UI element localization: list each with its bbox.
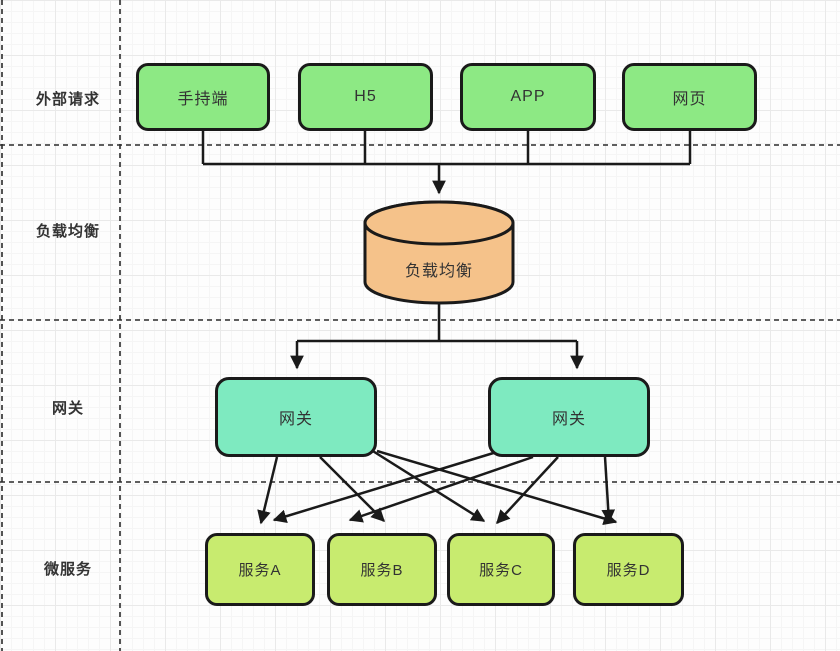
service-box-b: 服务B — [327, 533, 437, 606]
service-box-d: 服务D — [573, 533, 684, 606]
gateway2-to-service-a-arrow — [272, 449, 501, 523]
gateway-box-2: 网关 — [488, 377, 650, 457]
client-box-app: APP — [460, 63, 596, 131]
client-bus-lines — [201, 131, 692, 195]
row-label-external-requests: 外部请求 — [35, 91, 100, 108]
row-label-gateway: 网关 — [51, 400, 84, 417]
row-label-load-balancer: 负载均衡 — [35, 223, 100, 240]
client-box-webpage: 网页 — [622, 63, 757, 131]
gateway1-to-service-b-arrow — [319, 456, 385, 522]
gateway1-to-service-d-arrow — [376, 449, 618, 526]
gateway2-to-service-c-arrow — [496, 456, 559, 525]
service-box-a: 服务A — [205, 533, 315, 606]
gateway-to-service-arrows — [257, 446, 618, 526]
gateway1-to-service-a-arrow — [257, 456, 279, 525]
row-label-microservices: 微服务 — [43, 561, 92, 578]
gateway-box-1: 网关 — [215, 377, 377, 457]
gateway2-to-service-d-arrow — [601, 456, 616, 524]
client-box-h5: H5 — [298, 63, 433, 131]
gateway2-to-service-b-arrow — [348, 455, 534, 523]
lb-to-gateway-lines — [290, 304, 584, 370]
service-box-c: 服务C — [447, 533, 555, 606]
client-box-handheld: 手持端 — [136, 63, 270, 131]
load-balancer-cylinder-shape — [363, 200, 515, 305]
gateway1-to-service-c-arrow — [367, 446, 486, 523]
load-balancer-label: 负载均衡 — [404, 263, 473, 280]
